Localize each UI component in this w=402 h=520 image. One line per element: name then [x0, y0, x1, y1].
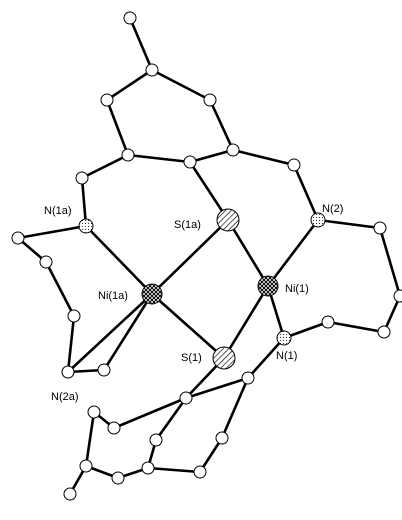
bond-c18-c23	[220, 376, 250, 440]
bond-ni1-s1	[222, 284, 270, 360]
atom-ni1a	[141, 283, 163, 305]
bond-c4-c6	[126, 153, 192, 164]
atom-c20	[87, 405, 101, 419]
atom-c6	[183, 155, 197, 169]
bond-c5-c8	[231, 148, 296, 167]
atom-c8	[287, 158, 301, 172]
atom-n1a	[78, 218, 94, 234]
atom-c3	[203, 93, 217, 107]
bond-s1a-ni1	[226, 218, 270, 288]
bond-c26-c25	[146, 466, 202, 474]
bond-c1-c3	[150, 68, 212, 102]
bond-c18-c19	[184, 376, 250, 400]
atom-c13	[67, 309, 81, 323]
label-s1: S(1)	[181, 352, 202, 364]
atom-c17	[61, 365, 75, 379]
label-ni1a: Ni(1a)	[98, 290, 128, 302]
atom-n1	[276, 330, 292, 346]
bond-c11-c13	[44, 260, 76, 318]
bond-c7-n1a	[80, 176, 88, 228]
bonds-layer	[16, 16, 402, 496]
bond-n2-ni1	[266, 218, 320, 288]
bond-n1a-c9	[16, 224, 88, 240]
atom-c18	[241, 371, 255, 385]
atom-c5	[226, 143, 240, 157]
atom-c15	[377, 325, 391, 339]
atom-c23	[215, 431, 229, 445]
bond-c19-c22	[112, 396, 188, 430]
bond-c1-c2	[105, 68, 154, 102]
atom-c16	[97, 363, 111, 377]
atom-ni1	[257, 275, 279, 297]
atom-c4	[121, 148, 135, 162]
bond-c23-c26	[198, 436, 224, 474]
atom-c22	[107, 421, 121, 435]
bond-c10-c12	[378, 226, 402, 298]
atom-s1a	[216, 208, 240, 232]
bond-c17-ni1a	[66, 292, 154, 374]
label-n2a: N(2a)	[51, 391, 79, 403]
bond-n2-c10	[316, 218, 382, 230]
bond-n1-c18	[246, 336, 286, 380]
bond-c2-c4	[105, 98, 130, 157]
bond-c15-c14	[326, 320, 386, 334]
atom-c21	[149, 433, 163, 447]
bond-c8-n2	[292, 163, 320, 222]
bond-c16-ni1a	[102, 292, 154, 372]
atom-c27	[111, 471, 125, 485]
atom-me2	[63, 487, 77, 501]
bond-c19-c21	[154, 396, 188, 442]
bond-c13-c17	[66, 314, 76, 374]
atom-me1	[123, 11, 137, 25]
atom-c19	[179, 391, 193, 405]
bond-c6-s1a	[188, 160, 230, 222]
atom-c10	[373, 221, 387, 235]
label-s1a: S(1a)	[174, 219, 201, 231]
atom-c2	[100, 93, 114, 107]
atom-s1	[212, 346, 236, 370]
atom-c1	[145, 63, 159, 77]
atom-c11	[39, 255, 53, 269]
bond-c3-c5	[208, 98, 235, 152]
atom-c14	[321, 315, 335, 329]
bond-s1-ni1a	[150, 292, 226, 360]
atom-n2	[310, 212, 326, 228]
bond-s1a-ni1a	[150, 218, 230, 296]
atoms-layer	[11, 11, 402, 501]
label-ni1: Ni(1)	[285, 283, 309, 295]
label-n2: N(2)	[322, 203, 343, 215]
atom-c12	[393, 289, 402, 303]
bond-c14-n1	[282, 320, 330, 340]
bond-me1-c1	[128, 16, 154, 72]
bond-c20-c24	[84, 410, 96, 468]
atom-c25	[141, 461, 155, 475]
bond-c5-c6	[188, 148, 235, 164]
label-n1: N(1)	[276, 350, 297, 362]
atom-c9	[11, 231, 25, 245]
bond-c4-c7	[80, 153, 130, 180]
atom-c24	[79, 459, 93, 473]
bond-c12-c15	[382, 294, 402, 334]
bond-n1a-ni1a	[84, 224, 154, 296]
atom-c7	[75, 171, 89, 185]
label-n1a: N(1a)	[44, 205, 72, 217]
atom-c26	[193, 465, 207, 479]
